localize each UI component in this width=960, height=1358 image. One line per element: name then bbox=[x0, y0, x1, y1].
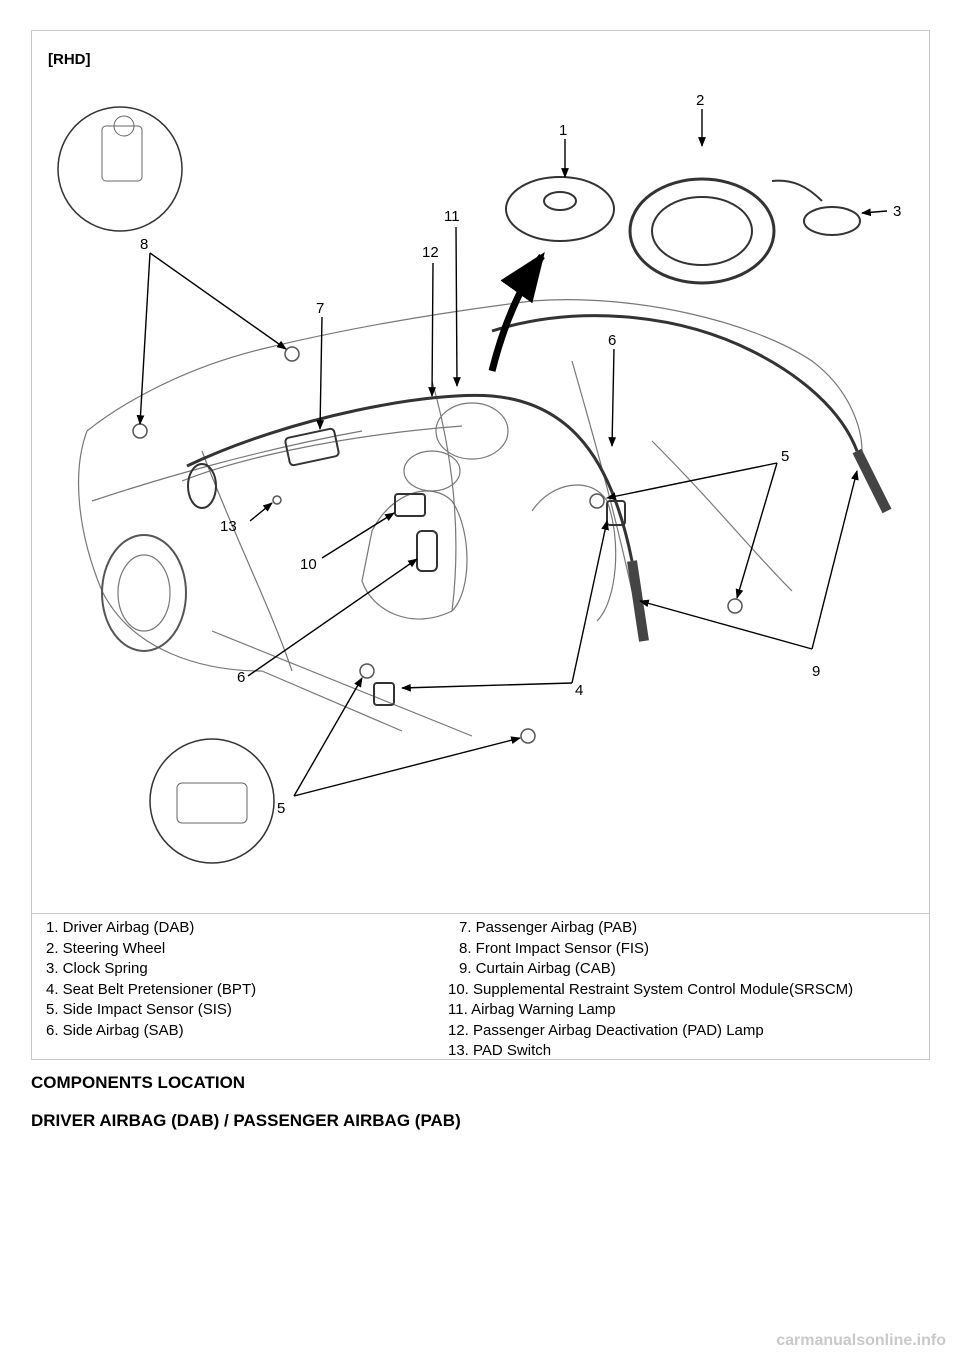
callout-1: 1 bbox=[559, 122, 567, 139]
legend-left-column: 1. Driver Airbag (DAB) 2. Steering Wheel… bbox=[46, 918, 256, 1041]
callout-6-lower: 6 bbox=[237, 669, 245, 686]
callout-12: 12 bbox=[422, 244, 439, 261]
watermark: carmanualsonline.info bbox=[776, 1332, 946, 1349]
legend-item: 5. Side Impact Sensor (SIS) bbox=[46, 1001, 232, 1018]
passenger-airbag-module bbox=[284, 427, 340, 467]
curtain-airbag bbox=[186, 393, 634, 562]
callout-10: 10 bbox=[300, 556, 317, 573]
car-diagram: 1 2 3 8 11 12 7 6 5 13 10 9 6 4 5 bbox=[57, 92, 901, 864]
section-title: COMPONENTS LOCATION bbox=[31, 1073, 246, 1092]
components-location-figure: [RHD] bbox=[31, 30, 930, 914]
rhd-tag: [RHD] bbox=[48, 51, 91, 68]
callout-5-lower: 5 bbox=[277, 800, 285, 817]
side-airbag bbox=[416, 530, 438, 572]
inset-front-sensor bbox=[57, 106, 183, 232]
driver-airbag bbox=[505, 176, 615, 242]
legend-item: 6. Side Airbag (SAB) bbox=[46, 1021, 184, 1039]
callout-8: 8 bbox=[140, 236, 148, 253]
wheel-front bbox=[101, 534, 187, 652]
callout-5-right: 5 bbox=[781, 448, 789, 465]
legend-item: 9. Curtain Airbag (CAB) bbox=[459, 960, 616, 977]
legend-item: 13. PAD Switch bbox=[448, 1042, 552, 1059]
callout-3: 3 bbox=[893, 203, 901, 220]
inset-side-sensor bbox=[149, 738, 275, 864]
steering-wheel bbox=[628, 177, 776, 285]
legend-item: 11. Airbag Warning Lamp bbox=[448, 1001, 616, 1018]
legend-item: 3. Clock Spring bbox=[46, 960, 148, 977]
legend-item: 1. Driver Airbag (DAB) bbox=[46, 919, 195, 936]
callout-2: 2 bbox=[696, 92, 704, 109]
legend-right-column: 7. Passenger Airbag (PAB) 8. Front Impac… bbox=[448, 918, 853, 1062]
subsection-title: DRIVER AIRBAG (DAB) / PASSENGER AIRBAG (… bbox=[31, 1111, 461, 1130]
legend-item: 12. Passenger Airbag Deactivation (PAD) … bbox=[448, 1021, 764, 1039]
legend-item: 2. Steering Wheel bbox=[46, 939, 166, 957]
components-legend: 1. Driver Airbag (DAB) 2. Steering Wheel… bbox=[31, 914, 930, 1060]
legend-item: 4. Seat Belt Pretensioner (BPT) bbox=[46, 980, 257, 998]
legend-item: 10. Supplemental Restraint System Contro… bbox=[448, 980, 854, 998]
callout-9: 9 bbox=[812, 663, 820, 680]
callout-11: 11 bbox=[444, 208, 460, 225]
callout-4: 4 bbox=[575, 682, 583, 699]
callout-13: 13 bbox=[220, 518, 237, 535]
legend-item: 8. Front Impact Sensor (FIS) bbox=[459, 939, 650, 957]
mirror bbox=[187, 463, 217, 509]
callout-6-upper: 6 bbox=[608, 332, 616, 349]
car-body-outline bbox=[86, 299, 863, 452]
srscm-module bbox=[394, 493, 426, 517]
legend-item: 7. Passenger Airbag (PAB) bbox=[459, 919, 638, 936]
clock-spring bbox=[803, 206, 861, 236]
callout-7: 7 bbox=[316, 300, 324, 317]
